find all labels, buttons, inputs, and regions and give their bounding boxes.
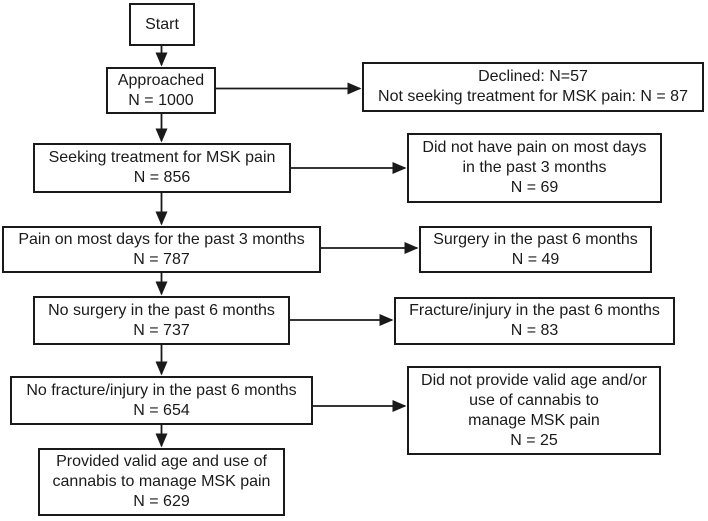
node-no-surgery-count: N = 737 [133, 321, 190, 339]
node-did-not-provide-valid-line3: manage MSK pain [468, 411, 600, 429]
node-seeking-treatment-label: Seeking treatment for MSK pain [48, 149, 276, 166]
node-no-surgery-label: No surgery in the past 6 months [48, 301, 275, 319]
node-fracture-injury-label: Fracture/injury in the past 6 months [409, 302, 660, 319]
node-provided-valid-line2: cannabis to manage MSK pain [52, 473, 271, 490]
node-provided-valid: Provided valid age and use of cannabis t… [38, 448, 285, 516]
node-surgery-count: N = 49 [511, 250, 560, 268]
node-fracture-injury: Fracture/injury in the past 6 months N =… [394, 297, 675, 345]
node-start-label: Start [145, 15, 179, 33]
node-start: Start [129, 3, 195, 46]
node-no-fracture-injury-label: No fracture/injury in the past 6 months [26, 381, 297, 399]
node-approached-label: Approached [117, 71, 205, 89]
node-did-not-provide-valid-count: N = 25 [510, 431, 558, 449]
node-seeking-treatment: Seeking treatment for MSK pain N = 856 [33, 143, 291, 193]
node-seeking-treatment-count: N = 856 [133, 169, 191, 186]
node-no-fracture-injury: No fracture/injury in the past 6 months … [10, 376, 313, 425]
node-no-pain-most-days: Did not have pain on most days in the pa… [407, 133, 662, 203]
node-surgery-label: Surgery in the past 6 months [433, 230, 638, 248]
node-no-pain-most-days-line1: Did not have pain on most days [422, 139, 647, 156]
node-did-not-provide-valid-line2: use of cannabis to [469, 391, 599, 409]
node-approached: Approached N = 1000 [106, 67, 216, 114]
node-no-pain-most-days-count: N = 69 [510, 179, 559, 196]
node-approached-count: N = 1000 [128, 91, 194, 109]
node-provided-valid-count: N = 629 [133, 493, 190, 510]
node-declined: Declined: N=57 Not seeking treatment for… [362, 62, 704, 112]
node-provided-valid-line1: Provided valid age and use of [56, 453, 267, 470]
node-did-not-provide-valid-line1: Did not provide valid age and/or [421, 371, 647, 389]
node-did-not-provide-valid: Did not provide valid age and/or use of … [407, 366, 661, 455]
node-no-pain-most-days-line2: in the past 3 months [462, 159, 607, 176]
node-pain-most-days-label: Pain on most days for the past 3 months [18, 230, 305, 248]
node-declined-line2: Not seeking treatment for MSK pain: N = … [378, 88, 688, 105]
node-no-fracture-injury-count: N = 654 [133, 401, 190, 419]
node-declined-line1: Declined: N=57 [478, 68, 588, 85]
node-pain-most-days-count: N = 787 [133, 250, 190, 268]
node-pain-most-days: Pain on most days for the past 3 months … [2, 226, 321, 273]
node-fracture-injury-count: N = 83 [510, 322, 559, 339]
node-no-surgery: No surgery in the past 6 months N = 737 [33, 296, 290, 345]
node-surgery: Surgery in the past 6 months N = 49 [419, 226, 652, 273]
